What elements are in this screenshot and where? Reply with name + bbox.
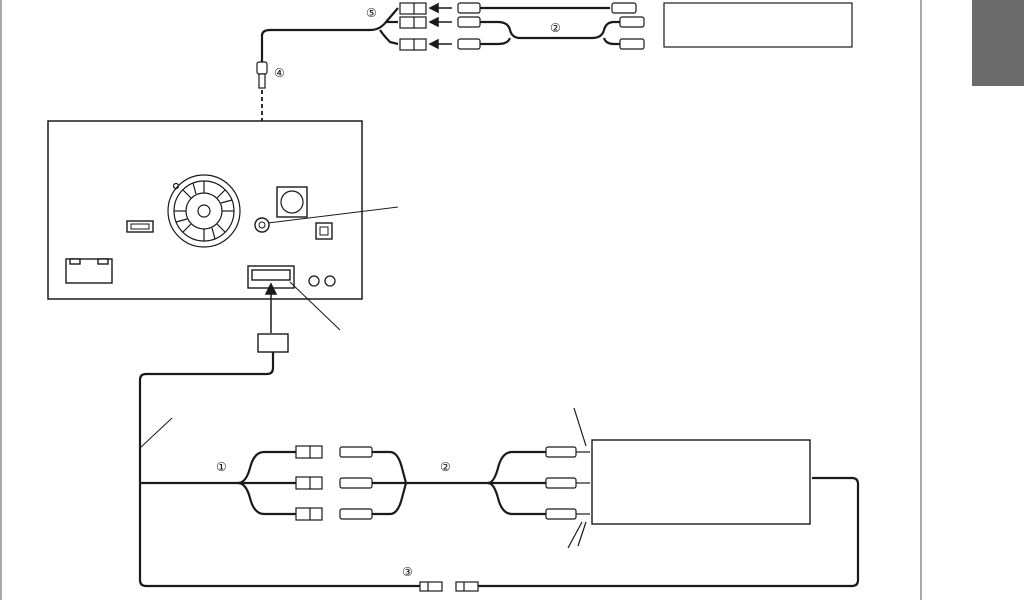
usb-port-inner: [130, 223, 150, 230]
callout-1: ①: [216, 460, 227, 474]
bottom-external-device-box: [591, 439, 811, 525]
optical-port: [315, 222, 333, 240]
callout-2-top: ②: [550, 21, 561, 35]
top-arrows: [428, 2, 452, 50]
rca-plugs-group-2: [339, 446, 373, 520]
callout-4: ④: [274, 66, 285, 80]
multi-connector-port: [247, 265, 295, 289]
section-tab: [972, 0, 1024, 86]
top-jack-2: [399, 16, 427, 29]
top-jack-group: [399, 2, 427, 51]
top-jack-3: [399, 38, 427, 51]
round-jack-1: [308, 275, 320, 287]
optical-port-inner: [319, 226, 329, 236]
antenna-port-box: [276, 186, 308, 218]
page-frame: [0, 0, 922, 600]
callout-2-bottom: ②: [440, 460, 451, 474]
top-jack-1: [399, 2, 427, 15]
callout-5: ⑤: [366, 6, 377, 20]
antenna-port-circle: [280, 190, 304, 214]
harness-connector: [257, 333, 289, 353]
rca-plugs-group-3: [545, 446, 577, 520]
harness-arrow: [264, 282, 278, 333]
inline-connector: [419, 581, 479, 592]
aux-input-jack-inner: [258, 221, 266, 229]
top-cable-lines: [260, 6, 620, 64]
top-external-device-box: [663, 2, 853, 48]
bottom-harness-lines: [138, 352, 860, 588]
callout-3: ③: [402, 565, 413, 579]
top-rca-plugs-right: [611, 2, 645, 50]
round-jack-2: [324, 275, 336, 287]
multi-connector-callout: [289, 281, 341, 331]
power-connector: [65, 258, 113, 284]
mini-plug: [256, 61, 268, 89]
usb-port: [126, 220, 154, 233]
cooling-fan: [167, 174, 241, 248]
plug-tips: [567, 407, 590, 549]
top-rca-plugs-left: [457, 2, 481, 50]
trunk-callout: [139, 417, 173, 449]
aux-callout-line: [267, 206, 399, 224]
rca-jacks-group-1: [295, 445, 323, 521]
aux-input-jack: [254, 217, 270, 233]
